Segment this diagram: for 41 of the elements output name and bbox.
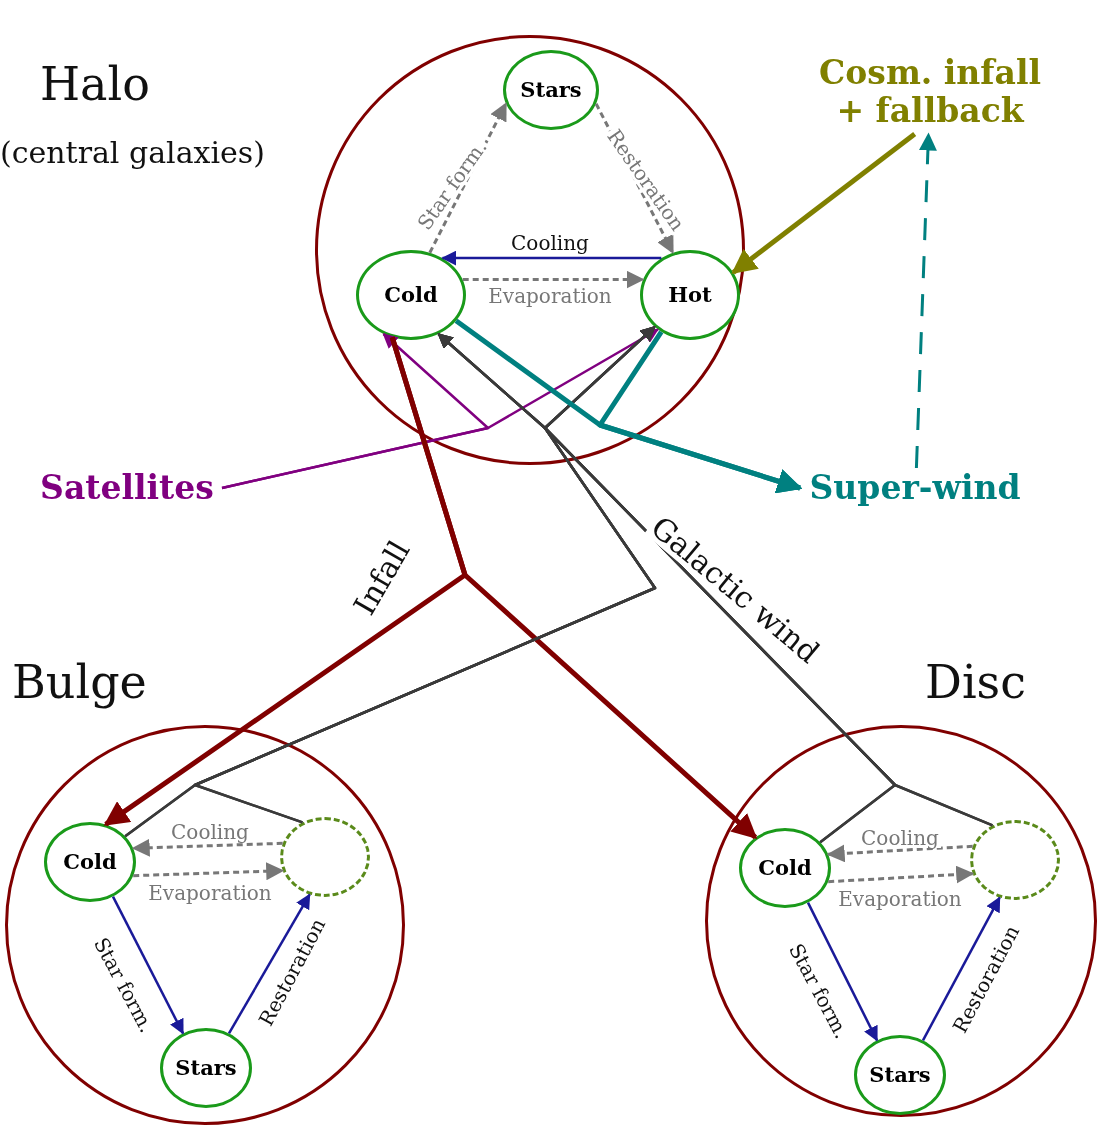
flow-arrow <box>597 330 803 494</box>
reservoir-label: Cold <box>758 854 812 883</box>
flow-arrow <box>389 336 758 840</box>
reservoir-circle <box>640 250 740 340</box>
flow-arrow <box>731 132 917 275</box>
reservoir-label: Hot <box>668 281 712 310</box>
flow-arrow <box>441 250 662 266</box>
reservoir-label: Stars <box>520 76 582 105</box>
flow-arrow <box>462 270 645 289</box>
edge-label: Cooling <box>169 822 251 842</box>
flow-arrow <box>111 896 185 1035</box>
source-label: Super-wind <box>809 469 1021 507</box>
edge-label: Evaporation <box>836 889 964 909</box>
flow-arrow <box>227 893 311 1035</box>
flow-arrow <box>543 325 993 827</box>
reservoir-label: Stars <box>175 1054 237 1083</box>
flow-arrow <box>914 132 937 469</box>
reservoir-label: Stars <box>869 1061 931 1090</box>
flow-arrow <box>828 865 975 884</box>
source-label: Cosm. infall + fallback <box>818 54 1042 130</box>
edge-label: Cooling <box>859 828 941 848</box>
region-heading: Halo <box>40 56 150 113</box>
edge-label: Evaporation <box>146 883 274 903</box>
flow-arrow <box>806 902 879 1042</box>
flow-arrow <box>921 896 1001 1041</box>
dashed-reservoir-circle <box>970 820 1060 900</box>
flow-arrow <box>826 844 973 863</box>
reservoir-label: Cold <box>63 848 117 877</box>
flow-arrow <box>133 862 285 881</box>
edge-label: Cooling <box>509 233 591 253</box>
dashed-reservoir-circle <box>280 817 370 897</box>
reservoir-circle <box>44 822 136 902</box>
region-heading: Disc <box>925 654 1026 711</box>
source-label: Satellites <box>40 469 214 507</box>
region-heading: (central galaxies) <box>0 134 265 172</box>
flow-arrow <box>221 328 659 490</box>
reservoir-label: Cold <box>384 281 438 310</box>
edge-label: Evaporation <box>486 286 614 306</box>
region-heading: Bulge <box>12 654 147 711</box>
flow-arrow <box>131 838 283 857</box>
reservoir-circle <box>503 50 599 130</box>
